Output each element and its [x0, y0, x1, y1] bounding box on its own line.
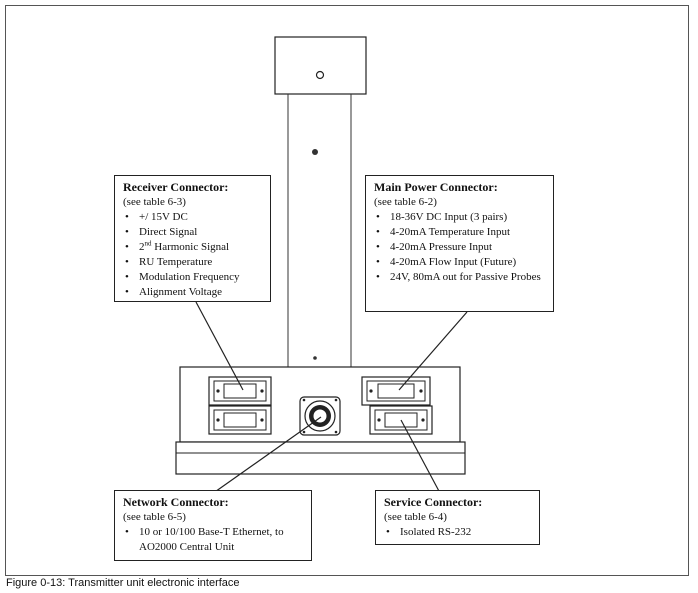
- mast-small-screw: [313, 356, 317, 360]
- main-power-title: Main Power Connector:: [374, 180, 498, 194]
- main-power-connector-callout: Main Power Connector: (see table 6-2) 18…: [365, 175, 554, 312]
- receiver-title: Receiver Connector:: [123, 180, 229, 194]
- receiver-item: 2nd Harmonic Signal: [123, 240, 262, 255]
- network-item: 10 or 10/100 Base-T Ethernet, to AO2000 …: [123, 525, 303, 555]
- service-leader-line: [400, 419, 441, 494]
- network-item-list: 10 or 10/100 Base-T Ethernet, to AO2000 …: [123, 525, 303, 555]
- receiver-connector-callout: Receiver Connector: (see table 6-3) +/ 1…: [114, 175, 271, 302]
- main-power-item-list: 18-36V DC Input (3 pairs) 4-20mA Tempera…: [374, 210, 545, 285]
- main-power-leader-line: [398, 311, 468, 391]
- service-item: Isolated RS-232: [384, 525, 531, 540]
- main-power-item: 4-20mA Pressure Input: [374, 240, 545, 255]
- receiver-item: RU Temperature: [123, 255, 262, 270]
- service-table-ref: (see table 6-4): [384, 511, 447, 523]
- base-plate: [175, 441, 466, 475]
- figure-caption: Figure 0-13: Transmitter unit electronic…: [6, 577, 240, 589]
- service-item-list: Isolated RS-232: [384, 525, 531, 540]
- network-table-ref: (see table 6-5): [123, 511, 186, 523]
- receiver-item: Direct Signal: [123, 225, 262, 240]
- network-leader-line: [211, 416, 322, 495]
- network-connector-callout: Network Connector: (see table 6-5) 10 or…: [114, 490, 312, 561]
- main-power-item: 24V, 80mA out for Passive Probes: [374, 270, 545, 285]
- receiver-item: Modulation Frequency: [123, 270, 262, 285]
- main-power-item: 18-36V DC Input (3 pairs): [374, 210, 545, 225]
- main-power-item: 4-20mA Temperature Input: [374, 225, 545, 240]
- head-screw: [315, 70, 325, 80]
- receiver-leader-line: [195, 301, 244, 391]
- left-lower-connector: [208, 405, 272, 435]
- network-connector: [299, 396, 341, 436]
- service-title: Service Connector:: [384, 495, 483, 509]
- receiver-item: Alignment Voltage: [123, 285, 262, 300]
- main-power-connector: [361, 376, 431, 406]
- mast-screw: [312, 149, 318, 155]
- receiver-connector: [208, 376, 272, 406]
- service-connector-callout: Service Connector: (see table 6-4) Isola…: [375, 490, 540, 545]
- figure-frame: [5, 5, 689, 576]
- receiver-item-list: +/ 15V DC Direct Signal 2nd Harmonic Sig…: [123, 210, 262, 300]
- main-power-table-ref: (see table 6-2): [374, 196, 437, 208]
- main-power-item: 4-20mA Flow Input (Future): [374, 255, 545, 270]
- receiver-table-ref: (see table 6-3): [123, 196, 186, 208]
- network-title: Network Connector:: [123, 495, 229, 509]
- transmitter-head: [274, 36, 367, 95]
- receiver-item: +/ 15V DC: [123, 210, 262, 225]
